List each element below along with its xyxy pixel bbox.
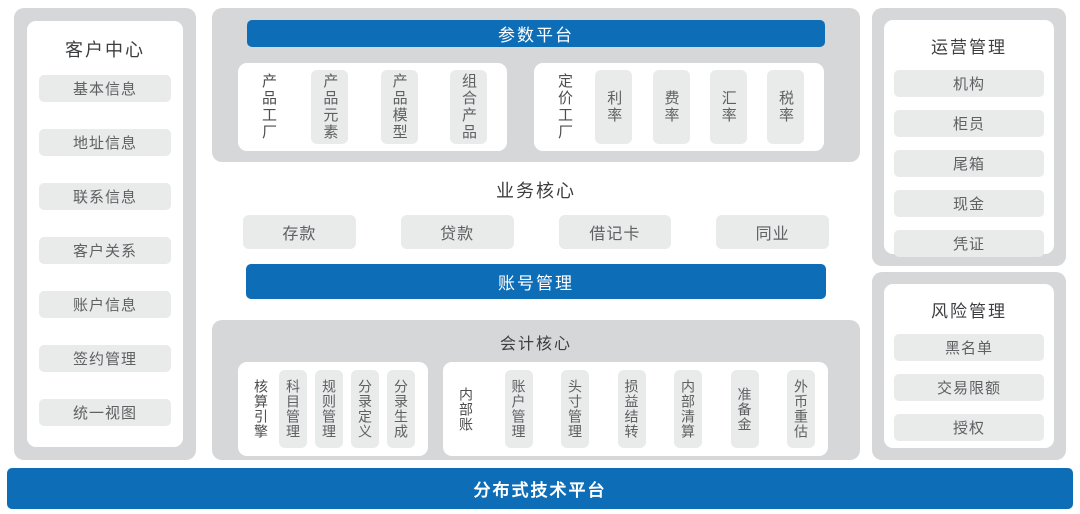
product-factory-chip: 产品模型 [380, 70, 418, 144]
business-core-chips: 存款 贷款 借记卡 同业 [243, 215, 829, 249]
operations-chip: 机构 [894, 70, 1044, 97]
internal-account-chip: 准备金 [730, 370, 759, 448]
accounting-boxes-row: 核算引擎 科目管理 规则管理 分录定义 分录生成 内部账 账户管理 头寸管理 损… [238, 362, 860, 456]
pricing-factory-box: 定价工厂 利率 费率 汇率 税率 [534, 63, 824, 151]
accounting-core-title: 会计核心 [499, 336, 572, 353]
pricing-factory-label: 定价工厂 [556, 73, 573, 141]
operations-chip: 柜员 [894, 110, 1044, 137]
customer-center-inner: 客户中心 基本信息 地址信息 联系信息 客户关系 账户信息 签约管理 统一视图 [27, 21, 183, 447]
right-column: 运营管理 机构 柜员 尾箱 现金 凭证 风险管理 黑名单 交易限额 [872, 8, 1066, 460]
internal-account-chip: 账户管理 [504, 370, 533, 448]
parameter-platform-header: 参数平台 [247, 20, 825, 47]
operations-title: 运营管理 [931, 38, 1007, 57]
risk-list: 黑名单 交易限额 授权 [894, 334, 1044, 441]
business-chip: 贷款 [400, 215, 514, 249]
operations-chip: 现金 [894, 190, 1044, 217]
internal-account-chip: 头寸管理 [561, 370, 589, 448]
accounting-engine-box: 核算引擎 科目管理 规则管理 分录定义 分录生成 [238, 362, 428, 456]
risk-inner: 风险管理 黑名单 交易限额 授权 [884, 284, 1054, 448]
product-factory-chip: 组合产品 [449, 70, 487, 144]
distributed-platform-bar: 分布式技术平台 [7, 468, 1073, 509]
pricing-factory-chip: 利率 [595, 70, 633, 144]
customer-chip: 统一视图 [39, 399, 171, 426]
main-row: 客户中心 基本信息 地址信息 联系信息 客户关系 账户信息 签约管理 统一视图 … [14, 8, 1066, 460]
accounting-core-section: 会计核心 核算引擎 科目管理 规则管理 分录定义 分录生成 内部账 账户管理 头… [212, 320, 860, 460]
internal-account-chip: 内部清算 [674, 370, 702, 448]
pricing-factory-chip: 费率 [652, 70, 690, 144]
customer-center-panel: 客户中心 基本信息 地址信息 联系信息 客户关系 账户信息 签约管理 统一视图 [14, 8, 196, 460]
parameter-platform-section: 参数平台 产品工厂 产品元素 产品模型 组合产品 定价工厂 利率 费率 汇率 税… [212, 8, 860, 162]
accounting-engine-chip: 规则管理 [315, 370, 343, 448]
business-core-section: 业务核心 存款 贷款 借记卡 同业 账号管理 [212, 162, 860, 299]
internal-account-chip: 损益结转 [617, 370, 646, 448]
customer-center-title: 客户中心 [65, 40, 145, 60]
product-factory-label: 产品工厂 [260, 73, 277, 141]
customer-chip: 账户信息 [39, 291, 171, 318]
customer-center-list: 基本信息 地址信息 联系信息 客户关系 账户信息 签约管理 统一视图 [39, 75, 171, 426]
operations-chip: 凭证 [894, 230, 1044, 257]
parameter-boxes-row: 产品工厂 产品元素 产品模型 组合产品 定价工厂 利率 费率 汇率 税率 [238, 63, 860, 151]
operations-list: 机构 柜员 尾箱 现金 凭证 [894, 70, 1044, 257]
internal-account-chip: 外币重估 [787, 370, 815, 448]
risk-chip: 授权 [894, 414, 1044, 441]
risk-panel: 风险管理 黑名单 交易限额 授权 [872, 272, 1066, 460]
risk-chip: 黑名单 [894, 334, 1044, 361]
business-chip: 存款 [243, 215, 356, 249]
business-chip: 同业 [716, 215, 829, 249]
risk-chip: 交易限额 [894, 374, 1044, 401]
internal-account-box: 内部账 账户管理 头寸管理 损益结转 内部清算 准备金 外币重估 [443, 362, 828, 456]
accounting-engine-chip: 分录生成 [387, 370, 415, 448]
risk-title: 风险管理 [931, 302, 1007, 321]
accounting-engine-label: 核算引擎 [253, 379, 269, 439]
operations-inner: 运营管理 机构 柜员 尾箱 现金 凭证 [884, 20, 1054, 257]
customer-chip: 地址信息 [39, 129, 171, 156]
pricing-factory-chip: 税率 [767, 70, 804, 144]
accounting-engine-chip: 科目管理 [279, 370, 307, 448]
customer-chip: 联系信息 [39, 183, 171, 210]
operations-chip: 尾箱 [894, 150, 1044, 177]
business-core-title: 业务核心 [496, 181, 576, 201]
internal-account-label: 内部账 [458, 386, 474, 432]
accounting-engine-chip: 分录定义 [351, 370, 379, 448]
pricing-factory-chip: 汇率 [709, 70, 747, 144]
center-column: 参数平台 产品工厂 产品元素 产品模型 组合产品 定价工厂 利率 费率 汇率 税… [212, 8, 860, 460]
operations-panel: 运营管理 机构 柜员 尾箱 现金 凭证 [872, 8, 1066, 266]
customer-chip: 签约管理 [39, 345, 171, 372]
business-chip: 借记卡 [558, 215, 672, 249]
customer-chip: 基本信息 [39, 75, 171, 102]
customer-chip: 客户关系 [39, 237, 171, 264]
account-management-bar: 账号管理 [246, 264, 826, 299]
product-factory-chip: 产品元素 [311, 70, 349, 144]
product-factory-box: 产品工厂 产品元素 产品模型 组合产品 [238, 63, 507, 151]
